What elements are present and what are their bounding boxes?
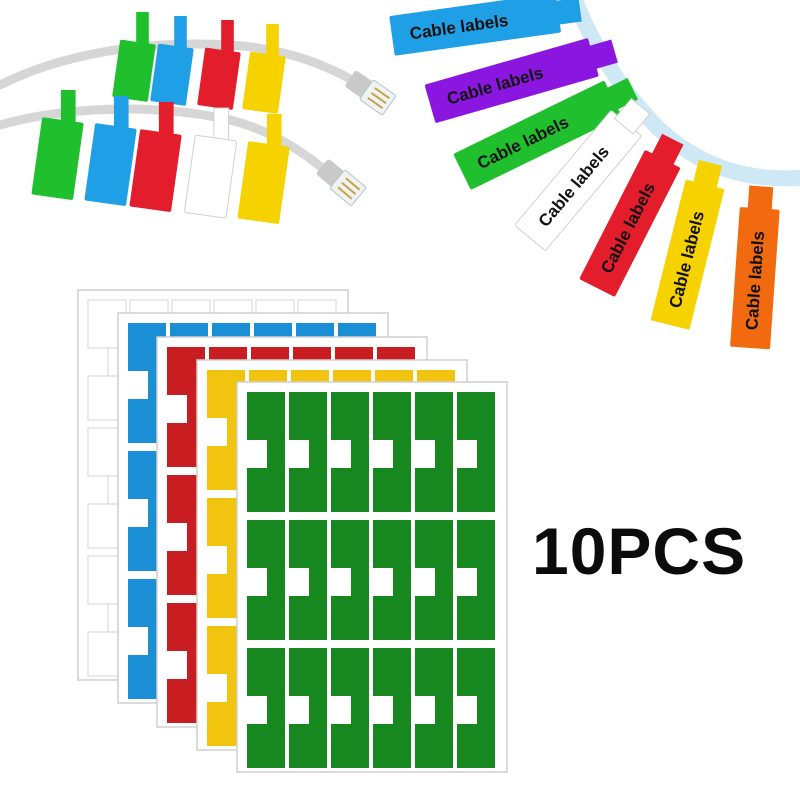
rj45-connector-bottom [316, 159, 367, 206]
sheet-tag [331, 392, 369, 512]
sheet-tag [415, 648, 453, 768]
sheet-tag [415, 392, 453, 512]
sheet-tag [373, 520, 411, 640]
fan-label-blue: Cable labels [389, 0, 582, 56]
label-sheets [77, 289, 508, 773]
sheet-tag [457, 520, 495, 640]
cable-tag-bottom-green [31, 90, 84, 200]
sheet-tag [289, 392, 327, 512]
ethernet-cables [0, 0, 800, 206]
sheet-tag [373, 392, 411, 512]
sheet-tag [247, 648, 285, 768]
cable-tag-bottom-yellow [237, 114, 290, 224]
sheet-tag [331, 520, 369, 640]
cable-tag-bottom-red [129, 102, 182, 212]
cable-tag-top-yellow [242, 24, 286, 114]
sheet-tag [415, 520, 453, 640]
sheet-tag [457, 648, 495, 768]
cable-tag-bottom-blue [84, 96, 137, 206]
sheet-tag [247, 520, 285, 640]
cable-fan [567, 0, 800, 187]
cable-tag-top-red [197, 20, 241, 110]
count-text: 10PCS [532, 514, 747, 588]
cable-top [0, 39, 357, 90]
sheet-tag [247, 392, 285, 512]
cable-tag-top-blue [150, 16, 194, 106]
label-sheet-sheet_green [236, 381, 508, 773]
rj45-connector-top [345, 70, 396, 116]
sheet-tag [331, 648, 369, 768]
cable-bottom [0, 104, 330, 175]
fan-label-orange: Cable labels [730, 185, 780, 350]
sheet-tag [289, 648, 327, 768]
cable-tags [31, 12, 290, 224]
sheet-tag [373, 648, 411, 768]
cable-tag-bottom-white [184, 107, 238, 219]
sheet-tag [457, 392, 495, 512]
cable-tag-top-green [112, 12, 156, 102]
sheet-tag [289, 520, 327, 640]
